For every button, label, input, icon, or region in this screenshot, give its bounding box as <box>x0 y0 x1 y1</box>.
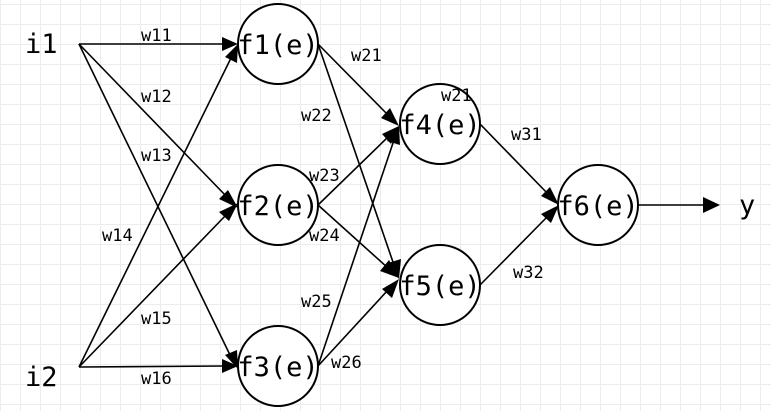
edge-f2-f4 <box>317 136 389 206</box>
weight-label-w32: w32 <box>513 263 544 283</box>
node-label: f6(e) <box>557 191 638 222</box>
weight-label-w14: w14 <box>102 226 133 246</box>
arrowhead <box>222 359 238 373</box>
arrowhead <box>387 126 400 145</box>
edge-f1-f4 <box>317 43 390 117</box>
arrowhead <box>382 126 399 144</box>
edge-f1-f5 <box>317 43 395 266</box>
arrowhead <box>388 259 401 279</box>
weight-label-w24: w24 <box>309 226 340 246</box>
weight-label-w22: w22 <box>301 106 332 126</box>
node-f4: f4(e) <box>399 83 481 165</box>
output-label-y: y <box>739 190 755 221</box>
arrowhead <box>703 197 720 213</box>
edges-hidden-layer <box>317 43 401 367</box>
node-label: f3(e) <box>237 352 318 383</box>
weight-label-w23: w23 <box>309 166 340 186</box>
weight-label-w25: w25 <box>301 292 332 312</box>
edge-f3-f5 <box>317 289 389 367</box>
edge-i2-f3 <box>78 365 226 368</box>
node-f1: f1(e) <box>237 3 319 85</box>
node-label: f4(e) <box>399 110 480 141</box>
arrowhead <box>219 203 238 221</box>
arrowhead <box>225 44 238 63</box>
arrowhead <box>225 350 238 369</box>
edge-f2-f5 <box>317 204 389 269</box>
edge-i1-f3 <box>78 43 232 358</box>
weight-label-w31: w31 <box>511 125 542 145</box>
edge-f3-f4 <box>317 139 395 367</box>
edge-i2-f2 <box>78 213 228 368</box>
edges-input-layer <box>78 37 238 373</box>
edge-i1-f2 <box>78 43 228 198</box>
arrowhead <box>380 260 399 278</box>
weight-label-w16: w16 <box>141 369 172 389</box>
node-label: f1(e) <box>237 30 318 61</box>
input-label-i2: i2 <box>25 362 58 393</box>
weight-label-w15: w15 <box>141 309 172 329</box>
weight-label-w13: w13 <box>141 146 172 166</box>
weight-label-w26: w26 <box>331 353 362 373</box>
weight-label-w11: w11 <box>141 26 172 46</box>
arrowhead <box>219 190 238 208</box>
node-f5: f5(e) <box>399 244 481 326</box>
edge-f5-f6 <box>479 214 550 286</box>
node-label: f2(e) <box>237 191 318 222</box>
arrowhead <box>381 108 399 126</box>
arrowhead <box>541 187 559 205</box>
weight-label-w21-lower: w21 <box>441 86 472 106</box>
weight-label-w21-upper: w21 <box>351 46 382 66</box>
weight-label-w12: w12 <box>141 87 172 107</box>
arrowhead <box>222 37 238 51</box>
edge-f4-f6 <box>479 123 550 196</box>
node-label: f5(e) <box>399 271 480 302</box>
node-f3: f3(e) <box>237 325 319 407</box>
input-label-i1: i1 <box>25 29 58 60</box>
arrowhead <box>382 279 399 298</box>
node-f2: f2(e) <box>237 164 319 246</box>
arrowhead <box>541 205 559 223</box>
edges-output-layer <box>479 123 720 286</box>
edge-i2-f1 <box>78 57 232 368</box>
node-f6: f6(e) <box>557 164 639 246</box>
